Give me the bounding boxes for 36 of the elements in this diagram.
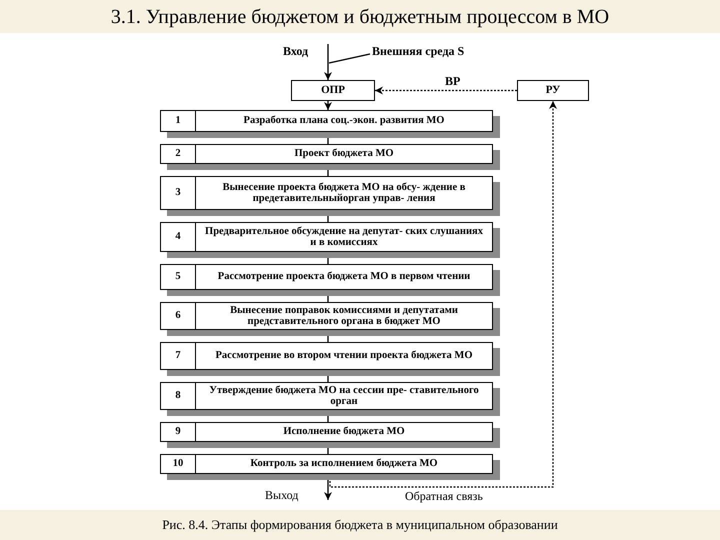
arrow xyxy=(375,86,517,94)
process-box xyxy=(291,80,375,101)
leader-line xyxy=(328,53,370,64)
step-number: 4 xyxy=(175,231,181,242)
box-label: РУ xyxy=(546,84,560,96)
arrow xyxy=(324,44,332,80)
step-number: 8 xyxy=(175,390,181,402)
step-number: 10 xyxy=(172,458,184,470)
step-number: 1 xyxy=(175,115,181,126)
step-text: Проект бюджета МО xyxy=(293,148,395,160)
flow-label: Вход xyxy=(283,44,308,59)
step-text: Рассмотрение проекта бюджета МО в первом чтении xyxy=(216,271,472,282)
step-text: Контроль за исполнением бюджета МО xyxy=(249,458,439,470)
arrow xyxy=(324,101,332,110)
step-number: 7 xyxy=(175,350,181,362)
step-text: Утверждение бюджета МО на сессии пре- ставительного орган xyxy=(208,384,480,408)
step-text: Вынесение проекта бюджета МО на обсу- ждение в предетавительныйорган управ- ления xyxy=(222,182,466,204)
step-number: 5 xyxy=(175,271,181,282)
edge-label: ВР xyxy=(445,75,460,87)
step-number: 9 xyxy=(175,426,181,438)
step-text: Рассмотрение во втором чтении проекта бюджета МО xyxy=(214,350,474,362)
step-text: Вынесение поправок комиссиями и депутатами представительного органа в бюджет МО xyxy=(229,304,459,328)
process-box xyxy=(517,80,589,101)
flow-label: Выход xyxy=(265,488,298,503)
step-number: 2 xyxy=(175,148,181,160)
step-number: 3 xyxy=(175,187,181,198)
step-text: Разработка плана соц.-экон. развития МО xyxy=(242,115,446,126)
box-label: ОПР xyxy=(321,84,345,96)
step-text: Предварительное обсуждение на депутат- ских слушаниях и в комиссиях xyxy=(204,226,484,248)
arrow xyxy=(329,101,557,488)
step-number: 6 xyxy=(175,310,181,322)
input-label: Внешняя среда S xyxy=(372,44,464,59)
figure-caption: Рис. 8.4. Этапы формирования бюджета в муниципальном образовании xyxy=(161,517,559,533)
diagram-title: 3.1. Управление бюджетом и бюджетным процессом в МО xyxy=(110,6,610,29)
step-text: Исполнение бюджета МО xyxy=(282,426,406,438)
edge-label: Обратная связь xyxy=(405,490,483,502)
